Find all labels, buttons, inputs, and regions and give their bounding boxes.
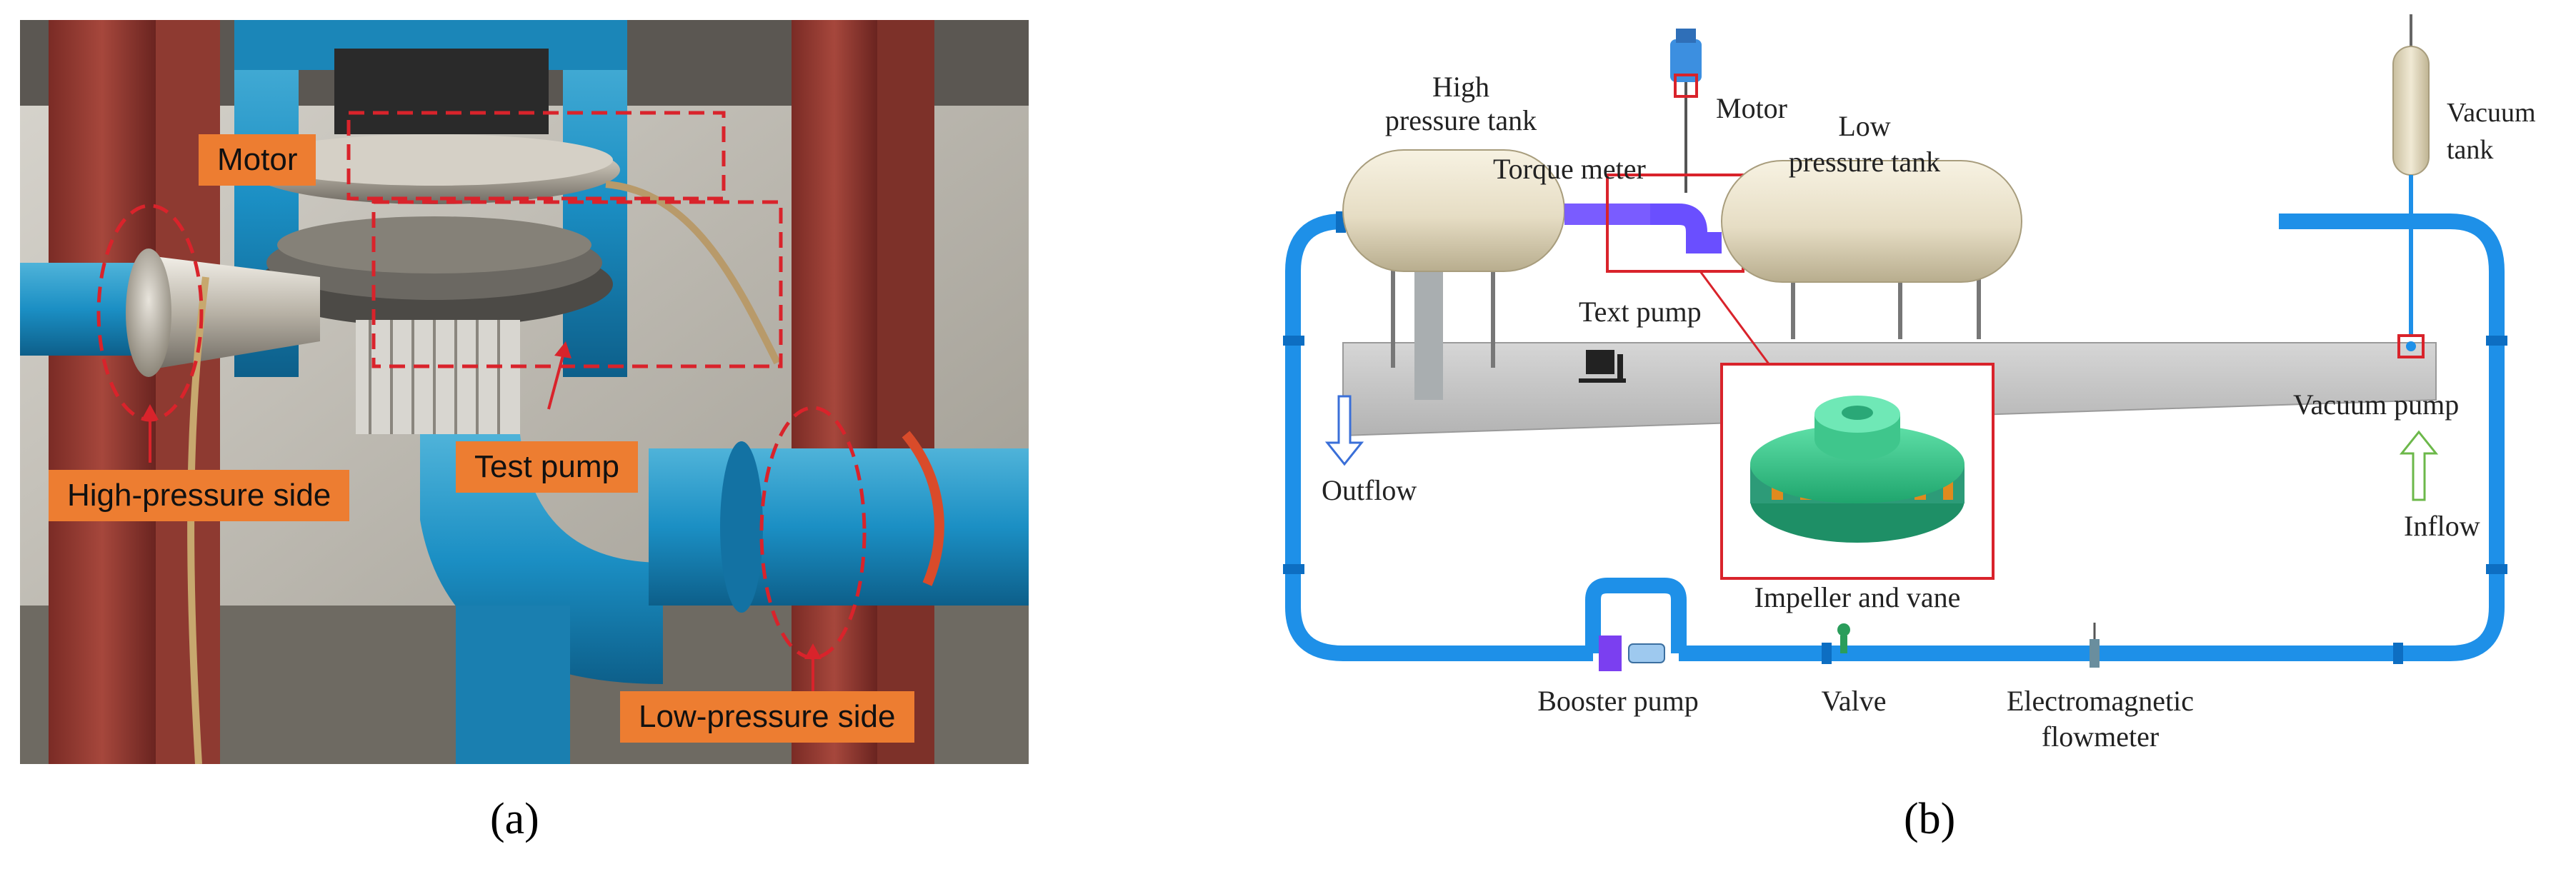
caption-a: (a) [490, 795, 539, 843]
test-rig-photo-illustration [20, 20, 1029, 764]
motor [1670, 29, 1702, 193]
caption-b: (b) [1904, 795, 1956, 843]
motor-label: Motor [1716, 92, 1787, 124]
vacuum-pump-label: Vacuum pump [2293, 388, 2459, 421]
low-pressure-side-label: Low-pressure side [620, 691, 914, 743]
impeller-detail [1720, 363, 1995, 580]
outflow-label: Outflow [1322, 474, 1417, 506]
low-pressure-tank [1721, 160, 2022, 339]
flowmeter-label-line1: Electromagnetic [2007, 685, 2194, 717]
outflow-arrow-icon [1324, 395, 1364, 466]
computer-icon [1579, 350, 1626, 383]
high-pressure-side-label: High-pressure side [49, 470, 350, 521]
high-tank-label-line1: High [1432, 71, 1489, 103]
vacuum-tank [2392, 14, 2430, 358]
test-pump-highlight-box [371, 200, 783, 368]
system-schematic-drawing: High pressure tank Motor Torque meter Lo… [1283, 14, 2536, 753]
vacuum-tank-label-line2: tank [2447, 135, 2493, 165]
inflow-label: Inflow [2404, 510, 2480, 542]
text-pump-label: Text pump [1579, 296, 1702, 328]
inflow-arrow-icon [2399, 430, 2439, 501]
motor-label: Motor [199, 134, 316, 186]
low-pressure-highlight [759, 406, 867, 660]
high-pressure-tank [1342, 149, 1565, 400]
vacuum-tank-label-line1: Vacuum [2447, 98, 2536, 128]
valve [1837, 623, 1850, 653]
booster-pump-label: Booster pump [1537, 685, 1699, 717]
valve-label: Valve [1821, 685, 1886, 717]
motor-highlight-box [346, 111, 726, 201]
impeller-and-vane-label: Impeller and vane [1754, 581, 1961, 613]
booster-pump [1599, 636, 1665, 671]
system-schematic: High pressure tank Motor Torque meter Lo… [1279, 7, 2565, 793]
torque-meter-label: Torque meter [1493, 153, 1646, 185]
flowmeter-label-line2: flowmeter [2042, 720, 2159, 753]
high-tank-label-line2: pressure tank [1385, 104, 1537, 136]
test-rig-photo: Motor High-pressure side Test pump Low-p… [20, 20, 1029, 764]
low-tank-label-line2: pressure tank [1789, 146, 1940, 178]
low-tank-label-line1: Low [1838, 110, 1890, 142]
flowmeter [2090, 623, 2100, 668]
test-pump-label: Test pump [456, 441, 638, 493]
